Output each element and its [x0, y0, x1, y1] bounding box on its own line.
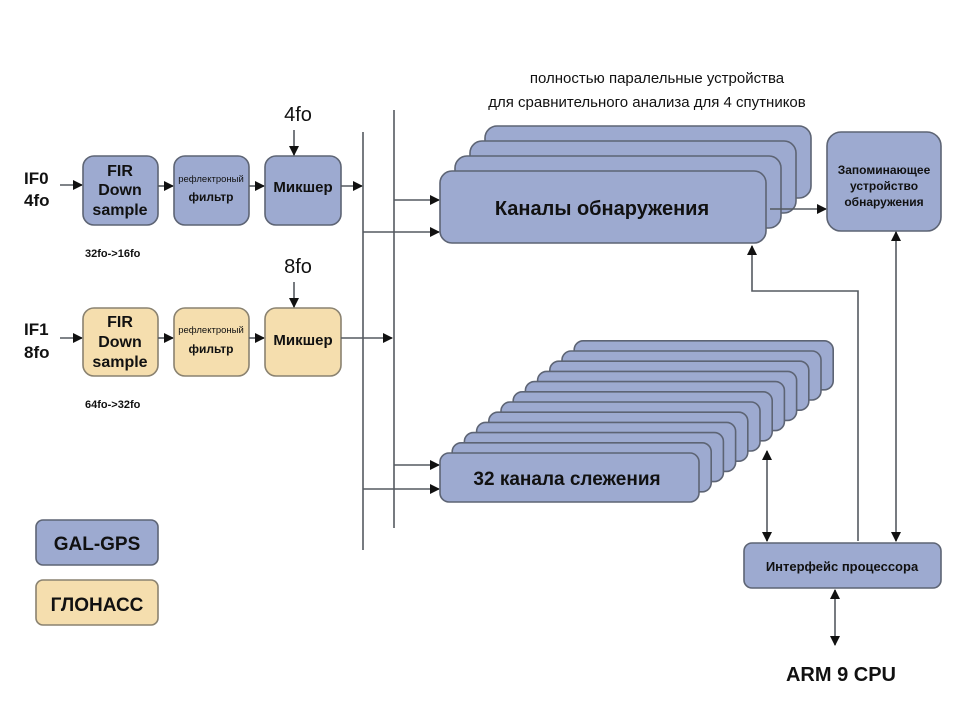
if0-fir-block[interactable] [82, 155, 159, 226]
cpu-label: ARM 9 CPU [786, 664, 896, 686]
if0-mixer-block[interactable] [264, 155, 342, 226]
interface-to-acq-arrow [747, 245, 859, 541]
if1-fir-ratio: 64fo->32fo [85, 399, 141, 411]
memory-label-3: обнаружения [844, 195, 923, 209]
tracking-channel-block-1[interactable] [439, 452, 700, 503]
if1-lo-label: 8fo [284, 256, 312, 278]
if1-fir-label-2: Down [98, 334, 142, 351]
if0-mixer-label: Микшер [273, 179, 332, 196]
if0-fir-label-3: sample [92, 202, 147, 219]
legend-gal-gps-label: GAL-GPS [54, 534, 141, 555]
if0-lo-label: 4fo [284, 104, 312, 126]
acquisition-channels-label: Каналы обнаружения [495, 198, 709, 220]
memory-label-2: устройство [850, 179, 918, 193]
acquisition-channel-block-1[interactable] [439, 170, 767, 244]
if0-fir-ratio: 32fo->16fo [85, 248, 141, 260]
if1-mixer-label: Микшер [273, 332, 332, 349]
acquisition-memory-block[interactable] [826, 131, 942, 232]
if1-fir-label-1: FIR [107, 314, 133, 331]
if1-fir-block[interactable] [82, 307, 159, 377]
if1-filter-label-2: фильтр [188, 342, 233, 356]
if0-label: IF0 [24, 169, 49, 188]
parallel-note-line2: для сравнительного анализа для 4 спутник… [488, 94, 806, 111]
processor-interface-label: Интерфейс процессора [766, 559, 919, 574]
parallel-note-line1: полностью паралельные устройства [530, 70, 785, 87]
if0-fir-label-1: FIR [107, 163, 133, 180]
acquisition-channels-stack [439, 125, 812, 244]
if1-path: IF1 8fo FIR Down sample 64fo->32fo рефле… [24, 256, 393, 411]
if0-path: IF0 4fo FIR Down sample 32fo->16fo рефле… [24, 104, 363, 260]
if0-freq-label: 4fo [24, 191, 50, 210]
legend-glonass-swatch [35, 579, 159, 626]
if0-filter-label-1: рефлектроный [178, 174, 244, 185]
if1-label: IF1 [24, 320, 49, 339]
if0-filter-block[interactable] [173, 155, 250, 226]
legend-glonass-label: ГЛОНАСС [51, 595, 144, 616]
tracking-channels-label: 32 канала слежения [473, 469, 660, 490]
if1-freq-label: 8fo [24, 343, 50, 362]
tracking-channels-stack [439, 339, 835, 503]
if1-filter-block[interactable] [173, 307, 250, 377]
memory-label-1: Запоминающее [838, 163, 931, 177]
if1-fir-label-3: sample [92, 354, 147, 371]
processor-interface-block[interactable] [743, 542, 942, 589]
if1-mixer-block[interactable] [264, 307, 342, 377]
legend-gal-gps-swatch [35, 519, 159, 566]
if0-fir-label-2: Down [98, 182, 142, 199]
if0-filter-label-2: фильтр [188, 190, 233, 204]
if1-filter-label-1: рефлектроный [178, 325, 244, 336]
legend: GAL-GPS ГЛОНАСС [35, 519, 159, 626]
